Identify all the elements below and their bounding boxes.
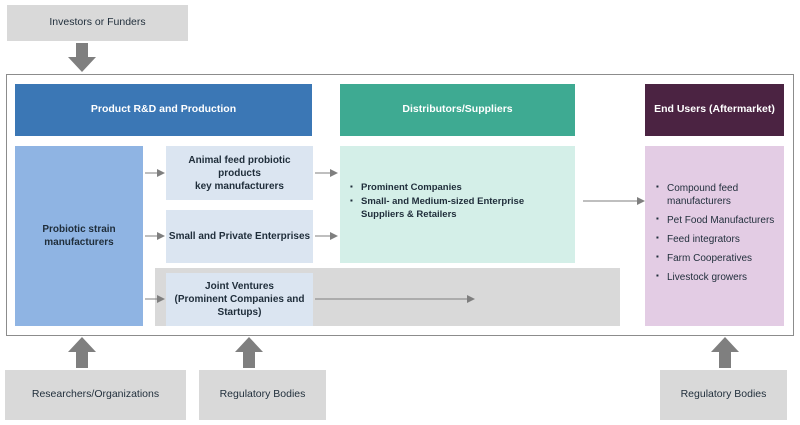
regulatory-left-label: Regulatory Bodies	[219, 388, 306, 401]
distributors-header: Distributors/Suppliers	[340, 84, 575, 136]
end-users-body: Compound feed manufacturers Pet Food Man…	[645, 146, 784, 326]
joint-ventures-box: Joint Ventures (Prominent Companies and …	[166, 273, 313, 326]
value-chain-frame	[6, 74, 794, 336]
arrow-investors-down	[68, 43, 96, 72]
investors-label: Investors or Funders	[49, 16, 146, 29]
list-item: Pet Food Manufacturers	[656, 214, 784, 227]
probiotic-line1: Probiotic strain	[42, 224, 116, 235]
researchers-label: Researchers/Organizations	[31, 388, 160, 401]
list-item: Small- and Medium-sized Enterprise Suppl…	[350, 196, 565, 221]
regulatory-right-box: Regulatory Bodies	[660, 370, 787, 420]
joint-line3: Startups)	[217, 307, 262, 318]
list-item: Feed integrators	[656, 233, 784, 246]
researchers-box: Researchers/Organizations	[5, 370, 186, 420]
investors-box: Investors or Funders	[7, 5, 188, 41]
regulatory-right-label: Regulatory Bodies	[680, 388, 767, 401]
regulatory-left-box: Regulatory Bodies	[199, 370, 326, 420]
distributors-body: Prominent Companies Small- and Medium-si…	[340, 146, 575, 263]
joint-line1: Joint Ventures	[205, 281, 274, 292]
animal-feed-line1: Animal feed probiotic products	[188, 154, 291, 179]
probiotic-line2: manufacturers	[44, 237, 114, 248]
rnd-header-label: Product R&D and Production	[90, 103, 237, 116]
arrow-regulatory-left-up	[235, 337, 263, 368]
animal-feed-box: Animal feed probiotic products key manuf…	[166, 146, 313, 200]
small-private-box: Small and Private Enterprises	[166, 210, 313, 263]
list-item: Compound feed manufacturers	[656, 182, 784, 208]
list-item: Prominent Companies	[350, 182, 565, 194]
end-users-header: End Users (Aftermarket)	[645, 84, 784, 136]
list-item: Farm Cooperatives	[656, 252, 784, 265]
small-private-label: Small and Private Enterprises	[168, 231, 311, 242]
animal-feed-line2: key manufacturers	[195, 180, 284, 192]
end-users-header-label: End Users (Aftermarket)	[654, 103, 775, 116]
probiotic-box: Probiotic strain manufacturers	[15, 146, 143, 326]
distributors-header-label: Distributors/Suppliers	[402, 103, 513, 116]
joint-line2: (Prominent Companies and	[174, 294, 305, 305]
rnd-header: Product R&D and Production	[15, 84, 312, 136]
arrow-regulatory-right-up	[711, 337, 739, 368]
end-users-list: Compound feed manufacturers Pet Food Man…	[645, 182, 784, 290]
list-item: Livestock growers	[656, 271, 784, 284]
arrow-researchers-up	[68, 337, 96, 368]
distributors-list: Prominent Companies Small- and Medium-si…	[340, 182, 575, 227]
